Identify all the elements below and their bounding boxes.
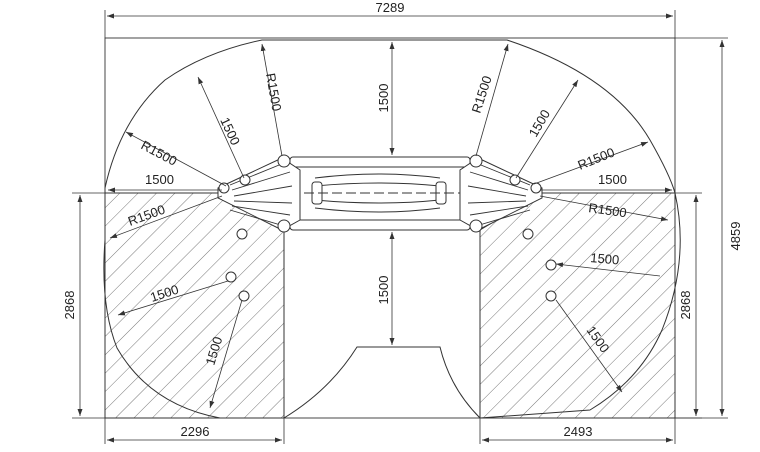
top-center-distance-label: 1500 [376, 84, 391, 113]
left-horizontal-distance-label: 1500 [145, 172, 174, 187]
top-rail [289, 156, 471, 168]
left-post-top [277, 154, 291, 168]
bridge-beam-upper [314, 173, 441, 179]
right-post-top [469, 154, 483, 168]
bottom-rail [289, 219, 471, 231]
right-zone-width-label: 2493 [564, 424, 593, 439]
right-height-dimension: 2868 [675, 192, 702, 419]
left-outer-radius-label: R1500 [139, 137, 180, 168]
overall-width-label: 7289 [376, 0, 405, 15]
right-free-post-3 [545, 290, 557, 302]
left-impact-zone [104, 192, 285, 419]
right-free-post-1 [522, 228, 534, 240]
right-fan-platform [459, 154, 543, 233]
left-free-post-1 [236, 228, 248, 240]
right-post-outer-2 [509, 174, 521, 186]
left-post-outer-2 [239, 174, 251, 186]
right-post-distance-1-label: 1500 [590, 250, 620, 267]
right-horizontal-distance-label: 1500 [598, 172, 627, 187]
left-post-bottom [277, 219, 291, 233]
left-free-post-2 [225, 271, 237, 283]
right-impact-zone [479, 192, 676, 419]
left-free-post-3 [238, 290, 250, 302]
right-height-label: 2868 [678, 291, 693, 320]
bottom-center-distance: 1500 [376, 232, 395, 345]
left-zone-width-label: 2296 [181, 424, 210, 439]
bridge-beam-mid [314, 182, 441, 187]
left-diag-distance-label: 1500 [217, 115, 243, 148]
overall-height-label: 4859 [728, 222, 743, 251]
safety-boundary-outline [103, 39, 681, 419]
left-zone-width-dimension: 2296 [104, 418, 285, 444]
left-top-radius-label: R1500 [263, 72, 284, 112]
right-diag-distance-label: 1500 [526, 107, 553, 140]
right-top-radius-label: R1500 [469, 74, 495, 115]
right-lower-radius-label: R1500 [588, 200, 628, 220]
equipment-center [289, 156, 471, 231]
right-outer-radius-label: R1500 [576, 145, 617, 173]
left-fan-platform [217, 154, 301, 233]
overall-height-dimension: 4859 [675, 37, 743, 419]
left-post-outer-1 [218, 182, 230, 194]
bridge-beam-mid-2 [314, 199, 441, 204]
right-post-outer-1 [530, 182, 542, 194]
right-zone-width-dimension: 2493 [479, 418, 676, 444]
left-height-dimension: 2868 [62, 192, 105, 419]
left-height-label: 2868 [62, 291, 77, 320]
bridge-beam-lower [314, 207, 441, 213]
right-free-post-2 [545, 259, 557, 271]
bottom-center-distance-label: 1500 [376, 276, 391, 305]
overall-width-dimension: 7289 [104, 0, 676, 38]
right-post-bottom [469, 219, 483, 233]
top-center-distance: 1500 [376, 42, 395, 155]
